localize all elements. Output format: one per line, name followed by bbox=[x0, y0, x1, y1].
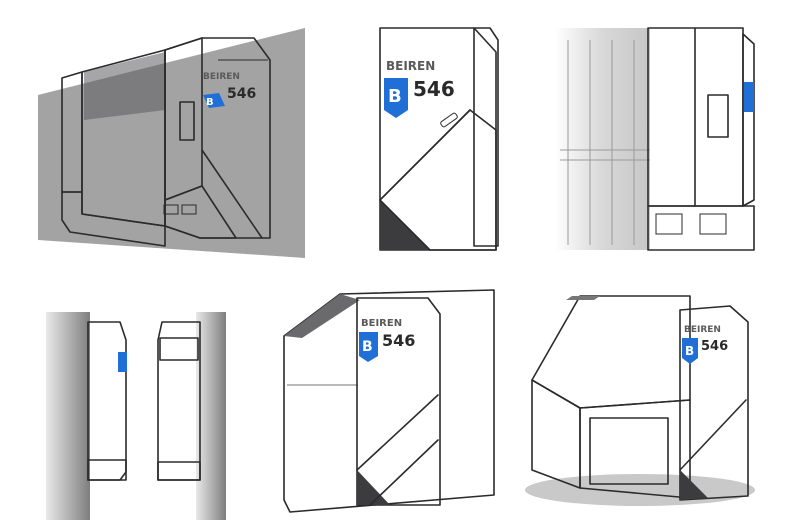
brand-badge bbox=[384, 78, 408, 118]
badge-letter: B bbox=[206, 97, 214, 108]
side-profile-a bbox=[87, 321, 127, 481]
badge-letter: B bbox=[388, 86, 402, 107]
brand-text: BEIREN bbox=[203, 72, 240, 82]
front-panel bbox=[679, 305, 749, 501]
profile-base bbox=[87, 459, 127, 481]
brand-text: BEIREN bbox=[361, 318, 402, 329]
view-roof-enclosure: BEIREN B 546 bbox=[525, 295, 755, 506]
brand-text: BEIREN bbox=[386, 59, 435, 73]
rack-fade bbox=[555, 28, 650, 250]
brand-text: BEIREN bbox=[684, 325, 721, 335]
enclosure-side bbox=[531, 379, 581, 489]
side-window bbox=[179, 101, 195, 141]
side-stripe bbox=[118, 352, 127, 372]
view-perspective-open: BEIREN B 546 bbox=[38, 28, 305, 258]
profile-base bbox=[157, 461, 201, 481]
view-rear-cabinet bbox=[555, 27, 755, 251]
badge-letter: B bbox=[685, 344, 694, 358]
backdrop-shadow bbox=[38, 28, 305, 258]
rear-window bbox=[707, 94, 729, 138]
profile-top-vent bbox=[159, 337, 199, 361]
brand-badge bbox=[203, 93, 225, 108]
view-front: BEIREN B 546 bbox=[379, 27, 499, 251]
sloped-roof bbox=[531, 295, 691, 409]
vent-grille bbox=[163, 204, 179, 215]
side-profile-b bbox=[157, 321, 201, 481]
front-panel bbox=[356, 297, 441, 506]
handle bbox=[440, 112, 458, 128]
pillar-right bbox=[196, 312, 226, 520]
model-number: 546 bbox=[413, 77, 455, 101]
front-corner-dark bbox=[357, 470, 390, 505]
lower-panel bbox=[164, 185, 237, 239]
lower-base bbox=[61, 191, 166, 247]
model-number: 546 bbox=[701, 339, 728, 354]
enclosure-top-edge bbox=[284, 294, 360, 338]
view-side-profiles bbox=[46, 312, 226, 520]
roof-rail bbox=[566, 296, 600, 300]
mesh-grille bbox=[589, 417, 669, 485]
pillar-left bbox=[46, 312, 90, 520]
vent-grille bbox=[699, 213, 727, 235]
slat-glass-reflection bbox=[84, 52, 165, 120]
brand-badge bbox=[682, 338, 698, 364]
ground-shadow bbox=[525, 474, 755, 506]
vent-grille bbox=[655, 213, 683, 235]
front-corner-dark bbox=[680, 470, 708, 500]
badge-letter: B bbox=[362, 339, 373, 355]
brand-badge bbox=[359, 332, 378, 362]
rear-base bbox=[647, 205, 755, 251]
vent-grille bbox=[181, 204, 197, 215]
model-number: 546 bbox=[227, 86, 256, 102]
rear-side bbox=[742, 33, 755, 207]
model-number: 546 bbox=[382, 331, 415, 350]
view-dark-enclosure: BEIREN B 546 bbox=[283, 289, 495, 513]
side-rail bbox=[473, 27, 499, 247]
side-stripe bbox=[744, 82, 754, 112]
